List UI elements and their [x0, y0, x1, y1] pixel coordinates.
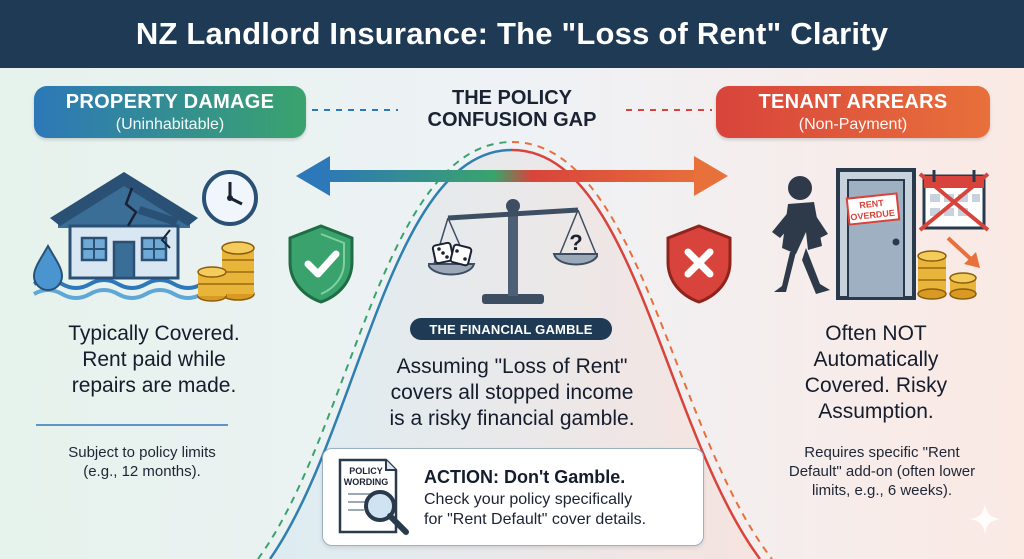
bell-curve-right: [511, 148, 762, 559]
text-line: Typically Covered.: [68, 322, 240, 345]
gap-title-line: CONFUSION GAP: [427, 109, 597, 131]
confusion-gap-title: THE POLICY CONFUSION GAP: [400, 87, 624, 131]
trend-down-arrow-icon: [946, 236, 980, 268]
text-line: Default" add-on (often lower: [788, 463, 976, 480]
action-body: Check your policy specifically for "Rent…: [424, 490, 700, 530]
double-arrow: [296, 156, 728, 196]
coins-icon: [197, 241, 255, 302]
text-line: Rent paid while: [82, 348, 226, 371]
text-line: Automatically: [813, 348, 939, 371]
dice-icon: [431, 241, 473, 267]
pill-label: TENANT ARREARS: [758, 90, 948, 113]
text-line: Subject to policy limits: [68, 444, 216, 461]
coins-icon: [917, 250, 977, 300]
pill-sublabel: (Non-Payment): [798, 115, 908, 133]
water-drop-icon: [32, 243, 64, 291]
text-line: Assumption.: [818, 400, 934, 423]
pill-label: PROPERTY DAMAGE: [65, 90, 275, 113]
text-line: repairs are made.: [71, 374, 237, 397]
property-damage-illustration: [32, 170, 258, 302]
right-note: Requires specific "Rent Default" add-on …: [772, 443, 992, 500]
tenant-walking-icon: [772, 176, 830, 294]
sign-line: RENT: [859, 198, 885, 211]
text-line: Check your policy specifically: [424, 491, 633, 508]
calendar-cross-icon: [918, 170, 990, 232]
shield-check-icon: [288, 224, 354, 304]
financial-gamble-tag: THE FINANCIAL GAMBLE: [410, 318, 612, 340]
text-line: limits, e.g., 6 weeks).: [811, 482, 953, 499]
clock-icon: [202, 170, 258, 226]
scale-icon: ?: [428, 199, 598, 304]
header-bar: NZ Landlord Insurance: The "Loss of Rent…: [0, 0, 1024, 68]
property-damage-pill: PROPERTY DAMAGE (Uninhabitable): [34, 86, 306, 138]
gap-title-line: THE POLICY: [451, 87, 572, 109]
tenant-arrears-pill: TENANT ARREARS (Non-Payment): [716, 86, 990, 138]
text-line: Requires specific "Rent: [804, 444, 960, 461]
text-line: covers all stopped income: [390, 381, 634, 404]
question-mark: ?: [569, 230, 582, 255]
house-damage-icon: [50, 172, 198, 280]
shield-x-icon: [666, 224, 732, 304]
sparkle-icon: [970, 504, 1000, 534]
center-body-text: Assuming "Loss of Rent" covers all stopp…: [352, 354, 672, 432]
sign-line: OVERDUE: [850, 208, 895, 223]
doc-line: POLICY: [349, 466, 383, 476]
bell-curve-left: [268, 148, 513, 559]
text-line: Covered. Risky: [804, 374, 948, 397]
doc-line: WORDING: [344, 477, 389, 487]
door-icon: RENT OVERDUE: [836, 168, 916, 300]
text-line: (e.g., 12 months).: [83, 463, 201, 480]
text-line: for "Rent Default" cover details.: [424, 511, 647, 528]
document-magnifier-icon: POLICY WORDING: [338, 458, 409, 535]
tenant-arrears-illustration: RENT OVERDUE: [772, 168, 990, 300]
page-title: NZ Landlord Insurance: The "Loss of Rent…: [135, 16, 889, 51]
right-body-text: Often NOT Automatically Covered. Risky A…: [776, 321, 976, 425]
left-body-text: Typically Covered. Rent paid while repai…: [44, 321, 264, 399]
action-title: ACTION: Don't Gamble.: [424, 467, 626, 487]
text-line: Often NOT: [825, 322, 927, 345]
text-line: is a risky financial gamble.: [389, 407, 635, 430]
water-wave-icon: [33, 278, 203, 290]
pill-sublabel: (Uninhabitable): [115, 115, 225, 133]
left-note: Subject to policy limits (e.g., 12 month…: [44, 443, 240, 481]
text-line: Assuming "Loss of Rent": [396, 355, 628, 378]
